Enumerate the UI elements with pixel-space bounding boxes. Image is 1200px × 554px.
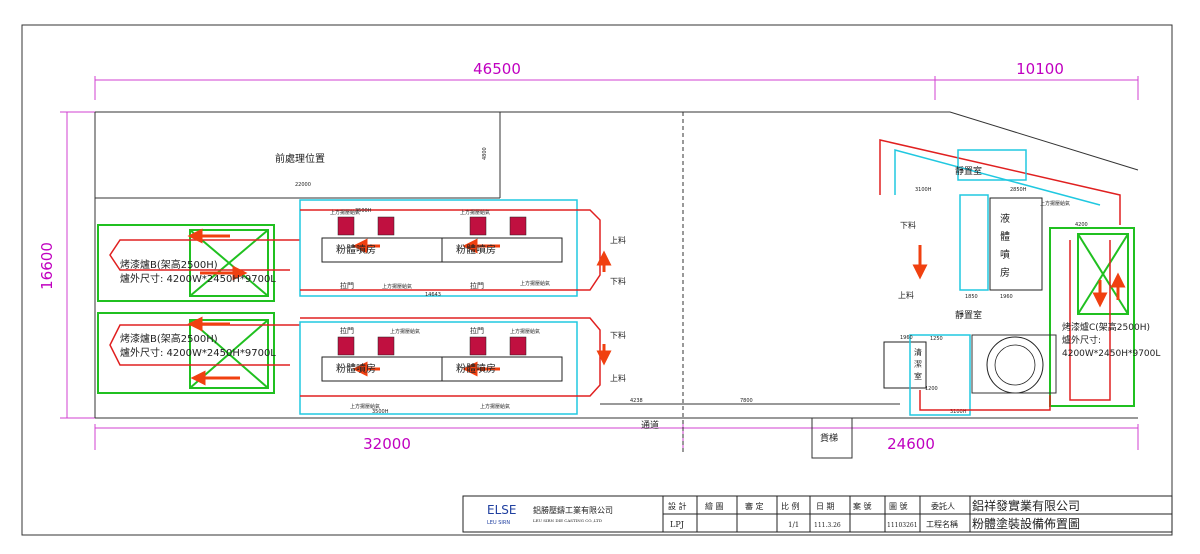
drawing-border [21,24,1173,536]
oven-b-upper-size: 爐外尺寸: 4200W*2450H*9700L [120,272,276,285]
oven-b-lower-title: 烤漆爐B(架高2500H) [120,332,218,345]
tb-project: 粉體塗裝設備佈置圖 [972,516,1080,531]
pretreatment-depth: 4800 [482,147,488,160]
liquid-booth-1: 液 [1000,212,1010,225]
lower-door-1: 拉門 [340,326,354,335]
booth-label-1: 粉體噴房 [336,243,376,256]
logo: ELSE [487,503,516,517]
lower-air-4: 上方揚壓給氣 [480,403,510,410]
upper-air-1: 上方揚壓給氣 [330,209,360,216]
logo-sub: LEU SIRN [487,520,510,526]
oven-c-title: 烤漆爐C(架高2500H) [1062,321,1150,333]
building-walls [94,111,1139,459]
oven-b-upper [97,224,275,302]
dim-left: 16600 [38,242,56,290]
conveyor-right [879,139,1121,225]
oven-c [1049,227,1135,407]
tb-scale: 比 例 [781,501,800,511]
booth-zone-lower [299,321,578,415]
unload-lower: 下料 [610,330,626,340]
title-block [462,495,1173,533]
corridor-label: 通道 [641,419,659,431]
tb-review: 審 定 [745,501,764,511]
tb-client: 鋁祥發實業有限公司 [972,498,1080,513]
load-upper: 上料 [610,235,626,245]
dim-bottom-left: 32000 [363,435,411,453]
lower-door-2: 拉門 [470,326,484,335]
rest-room-bottom: 靜置室 [955,309,982,321]
clean-room-3: 室 [914,371,922,381]
booth-label-3: 粉體噴房 [336,362,376,375]
booth-label-4: 粉體噴房 [456,362,496,375]
tb-designer: LPJ [670,520,684,529]
lower-air-1: 上方揚壓給氣 [390,328,420,335]
oven-c-size-label: 爐外尺寸: [1062,334,1101,346]
upper-door-2: 拉門 [470,281,484,290]
d1960-top: 1960 [1000,294,1013,300]
load-right: 上料 [898,290,914,300]
upper-air-3: 上方揚壓給氣 [520,280,550,287]
d7800: 7800 [740,398,753,404]
oven-b-upper-title: 烤漆爐B(架高2500H) [120,258,218,271]
d2850h: 2850H [1010,187,1027,193]
tb-dwgno-val: 11103261 [887,522,918,529]
liquid-booth-4: 房 [1000,266,1010,279]
d14643: 14643 [425,292,441,298]
tb-date: 日 期 [816,502,835,511]
d3100h-top: 3100H [915,187,932,193]
oven-c-size: 4200W*2450H*9700L [1062,349,1160,359]
oven-b-lower-size: 爐外尺寸: 4200W*2450H*9700L [120,346,276,359]
clean-room-2: 潔 [914,360,922,369]
d1850: 1850 [965,294,978,300]
lower-d3500: 3500H [372,409,389,415]
clean-room-1: 清 [914,347,922,357]
tb-design: 設 計 [668,501,687,511]
liquid-booth [989,197,1043,291]
dim-top-right: 10100 [1016,60,1064,78]
upper-air-4: 上方揚壓給氣 [382,283,412,290]
tb-date-val: 111.3.26 [814,522,841,529]
company-sub: LEU SIRN DIE CASTING CO.,LTD [533,518,602,523]
tb-draw: 繪 圖 [705,501,724,511]
right-air: 上方揚壓給氣 [1040,200,1070,207]
dim-top-left: 46500 [473,60,521,78]
oven-b-lower [97,312,275,394]
d1250: 1250 [930,336,943,342]
tb-project-label: 工程名稱 [926,519,958,529]
top-dimension [60,76,1139,450]
pretreatment-width: 22000 [295,182,311,188]
liquid-booth-3: 噴 [1000,249,1010,261]
booth-label-2: 粉體噴房 [456,243,496,256]
d3100h-bottom: 3100H [950,409,967,415]
lower-air-3: 上方揚壓給氣 [350,403,380,410]
load-lower: 上料 [610,373,626,383]
d1960-bottom: 1960 [900,335,913,341]
tb-scale-val: 1/1 [788,521,799,529]
upper-door-1: 拉門 [340,281,354,290]
d4200: 4200 [1075,222,1088,228]
tb-client-label: 委託人 [931,501,955,511]
upper-d3500: 3500H [355,208,372,214]
liquid-booth-2: 體 [1000,231,1010,243]
lower-air-2: 上方揚壓給氣 [510,328,540,335]
dim-bottom-right: 24600 [887,435,935,453]
d1200: 1200 [925,386,938,392]
tb-case: 案 號 [853,501,872,511]
d4238: 4238 [630,398,643,404]
tb-dwgno: 圖 號 [889,501,908,511]
unload-right: 下料 [900,220,916,230]
unload-upper: 下料 [610,276,626,286]
rest-room-top: 靜置室 [955,165,982,177]
elevator-label: 貨梯 [820,432,838,444]
booth-zone-upper [299,199,578,297]
pretreatment-label: 前處理位置 [275,152,325,165]
clean-room [883,341,927,389]
company-cn: 鋁勝壓鑄工業有限公司 [533,505,613,515]
upper-air-2: 上方揚壓給氣 [460,209,490,216]
